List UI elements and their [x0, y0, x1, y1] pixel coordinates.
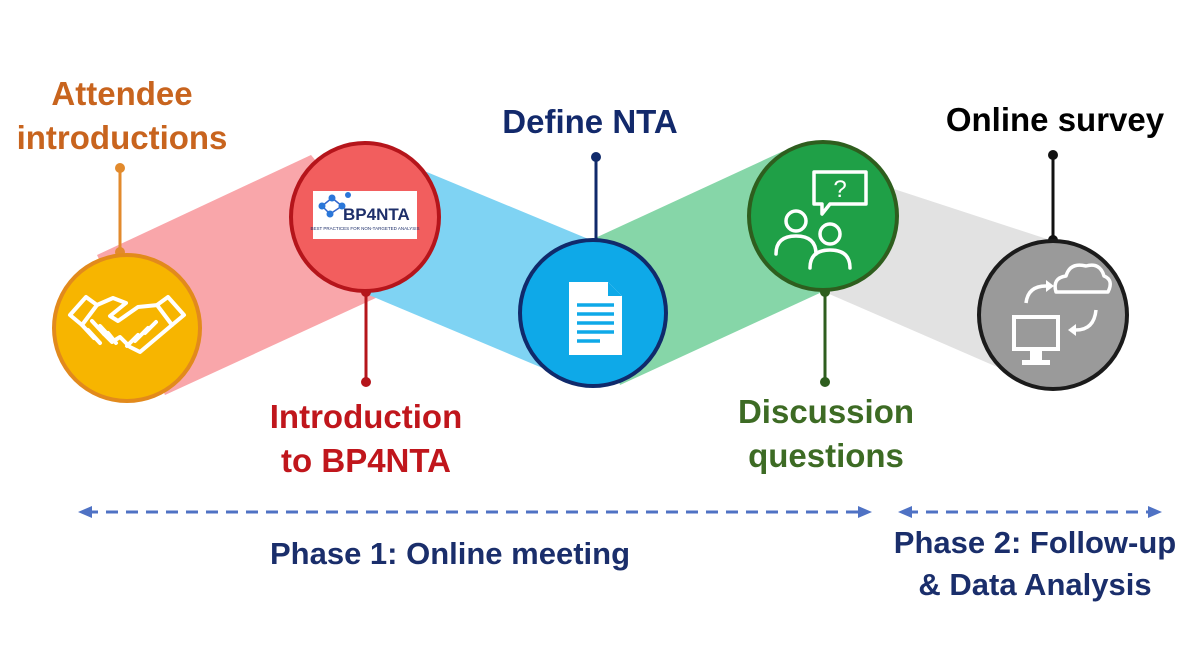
label-introduction-bp4nta: Introduction to BP4NTA [246, 395, 486, 483]
stem-survey [1048, 150, 1058, 245]
label-discussion-questions: Discussion questions [706, 390, 946, 478]
discussion-icon: ? [774, 170, 868, 270]
phase-2-arrow [898, 506, 1162, 518]
step-circle-intro: BP4NTA BEST PRACTICES FOR NON-TARGETED A… [289, 141, 441, 293]
step-circle-survey [977, 239, 1129, 391]
svg-text:BP4NTA: BP4NTA [343, 205, 410, 224]
phase-2-label: Phase 2: Follow-up & Data Analysis [870, 522, 1200, 606]
phase-line: Phase 1: Online meeting [269, 536, 631, 571]
label-line: Attendee [51, 75, 193, 112]
label-define-nta: Define NTA [470, 100, 710, 144]
label-attendee-introductions: Attendee introductions [2, 72, 242, 160]
label-line: introductions [16, 119, 228, 156]
document-icon [569, 282, 622, 355]
stem-discussion [820, 287, 830, 387]
label-line: to BP4NTA [281, 442, 451, 479]
label-line: questions [748, 437, 904, 474]
label-line: Online survey [945, 101, 1165, 138]
step-circle-attendee [52, 253, 202, 403]
step-circle-discussion: ? [747, 140, 899, 292]
phase-line: Phase 2: Follow-up [893, 525, 1177, 560]
phase-line: & Data Analysis [918, 567, 1152, 602]
phase-1-label: Phase 1: Online meeting [200, 533, 700, 575]
svg-text:BEST PRACTICES FOR NON-TARGETE: BEST PRACTICES FOR NON-TARGETED ANALYSIS [310, 226, 419, 231]
step-circle-define [518, 238, 668, 388]
handshake-icon [68, 295, 186, 354]
label-line: Introduction [269, 398, 463, 435]
label-line: Define NTA [502, 103, 678, 140]
svg-text:?: ? [833, 176, 846, 203]
label-online-survey: Online survey [930, 98, 1180, 142]
bp4nta-logo: BP4NTA BEST PRACTICES FOR NON-TARGETED A… [310, 191, 420, 239]
phase-1-arrow [78, 506, 872, 518]
label-line: Discussion [737, 393, 915, 430]
stem-define [591, 152, 601, 248]
computer-cloud-icon [1012, 263, 1112, 365]
